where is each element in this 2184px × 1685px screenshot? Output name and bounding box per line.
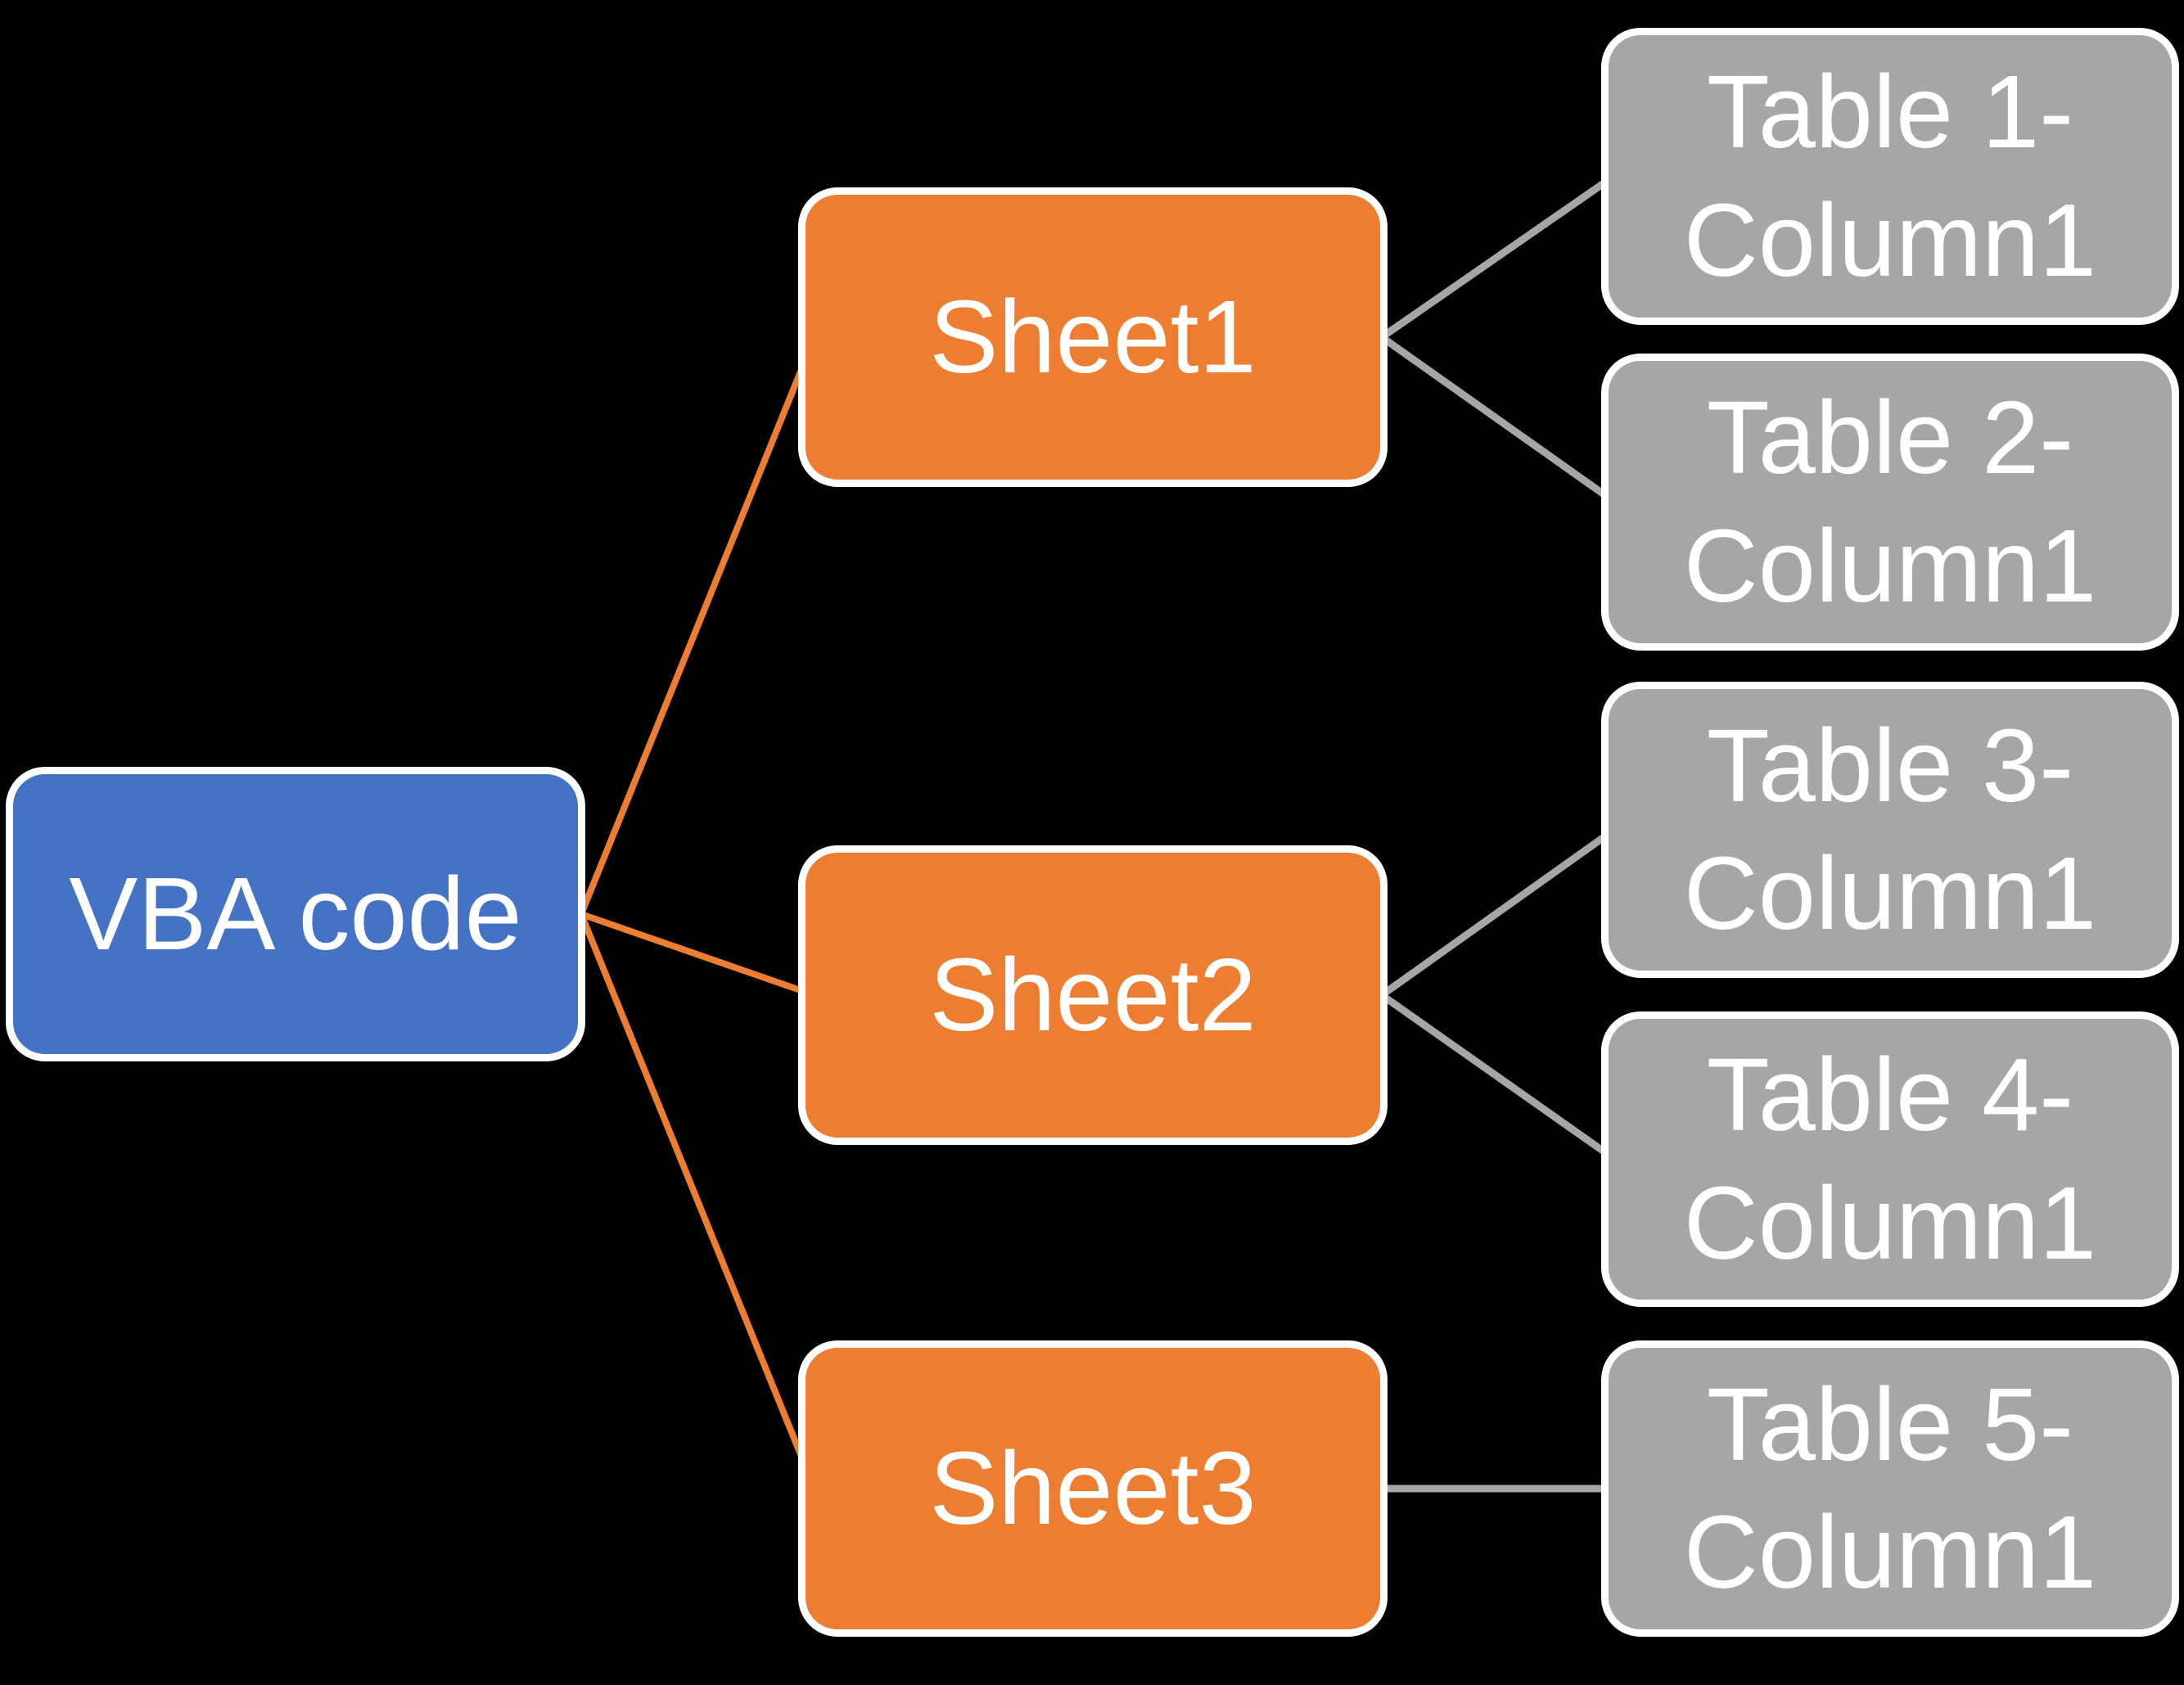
table5-column1-node: Table 5-Column1: [1601, 1340, 2179, 1637]
table1-column1-label: Table 1-Column1: [1683, 54, 2097, 298]
connector-sheet2-to-table4: [1379, 992, 1617, 1162]
table3-column1-label: Table 3-Column1: [1683, 707, 2097, 951]
table2-column1-node: Table 2-Column1: [1601, 354, 2179, 651]
connector-sheet2-to-table3: [1379, 827, 1617, 998]
table4-column1-node: Table 4-Column1: [1601, 1011, 2179, 1307]
table2-column1-label: Table 2-Column1: [1683, 380, 2097, 624]
connector-vba-to-sheet3: [578, 912, 818, 1490]
sheet2-node: Sheet2: [798, 845, 1388, 1145]
sheet3-label: Sheet3: [929, 1430, 1257, 1546]
connector-vba-to-sheet1: [578, 336, 818, 916]
sheet2-label: Sheet2: [929, 936, 1257, 1052]
sheet3-node: Sheet3: [798, 1340, 1388, 1637]
connector-vba-to-sheet2: [580, 911, 816, 998]
vba-code-node: VBA code: [6, 767, 585, 1061]
connector-sheet1-to-table1: [1379, 173, 1617, 340]
table4-column1-label: Table 4-Column1: [1683, 1037, 2097, 1281]
connector-sheet1-to-table2: [1379, 334, 1617, 505]
sheet1-label: Sheet1: [929, 278, 1257, 394]
table5-column1-label: Table 5-Column1: [1683, 1366, 2097, 1610]
table1-column1-node: Table 1-Column1: [1601, 28, 2179, 325]
vba-code-label: VBA code: [69, 855, 522, 971]
table3-column1-node: Table 3-Column1: [1601, 682, 2179, 978]
sheet1-node: Sheet1: [798, 187, 1388, 487]
